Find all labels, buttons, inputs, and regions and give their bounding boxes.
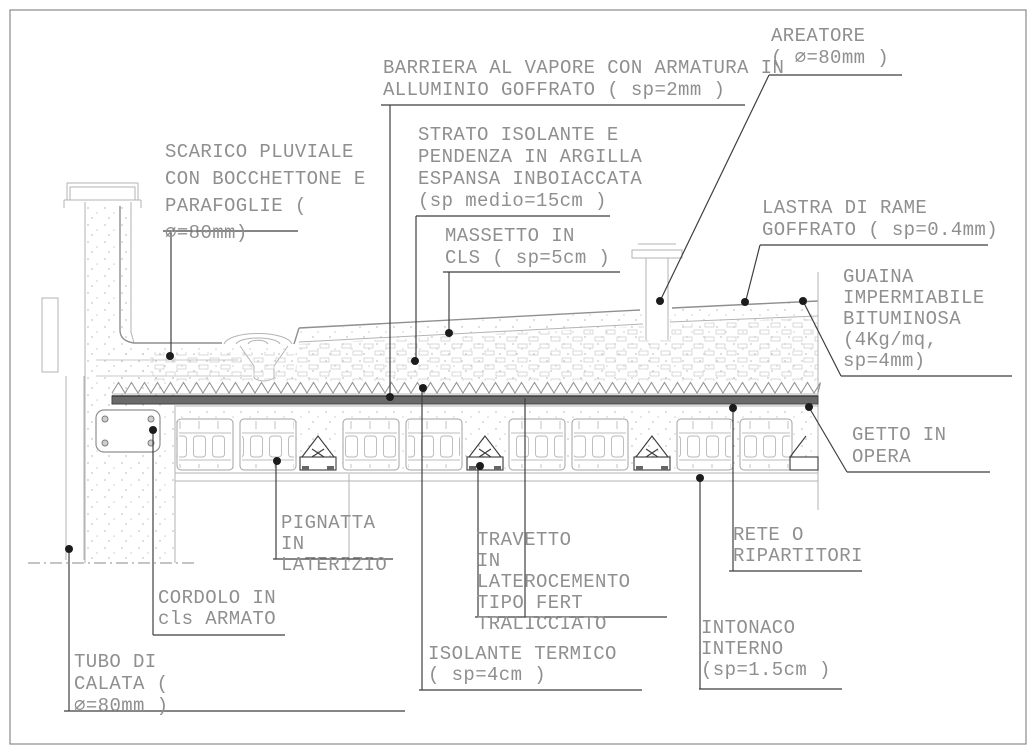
leader-rete — [729, 410, 862, 572]
vapor-barrier-zigzag — [111, 381, 821, 395]
zigzag-line — [111, 381, 821, 394]
leader-dot — [741, 298, 749, 306]
leader-dot — [445, 329, 453, 337]
leader-dot — [729, 404, 737, 412]
aerator-vent — [631, 243, 683, 340]
aerator-cap — [631, 249, 683, 259]
scupper-box — [41, 297, 59, 373]
travetto-lattice — [634, 435, 670, 458]
pignatta-blocks — [176, 418, 793, 471]
leader-travetto — [475, 398, 667, 618]
aerator-pipe — [638, 243, 676, 340]
wall-below — [28, 346, 350, 564]
leader-tubo — [64, 551, 405, 712]
parapet-cap — [66, 182, 139, 201]
leader-dot — [65, 545, 73, 553]
leader-areatore — [660, 74, 902, 300]
insulation-bar — [111, 395, 819, 405]
travetto-lattice — [788, 435, 818, 458]
leader-dot — [799, 297, 807, 305]
insulation-bar-rect — [111, 395, 819, 405]
parapet-wall — [41, 182, 142, 563]
leader-dot — [476, 462, 484, 470]
leader-pignatta — [273, 463, 393, 560]
leader-barriera — [381, 104, 745, 395]
leader-massetto — [443, 271, 620, 331]
leader-guaina — [803, 302, 1012, 377]
roof-layers — [150, 272, 819, 510]
leader-scarico — [163, 230, 298, 356]
leader-dot — [419, 384, 427, 392]
travetto-flange — [789, 456, 819, 471]
copper-flashing — [119, 206, 222, 344]
leader-dot — [273, 457, 281, 465]
leader-dots — [65, 297, 813, 553]
leader-dot — [386, 393, 394, 401]
leader-cordolo — [152, 432, 285, 636]
leader-dot — [411, 357, 419, 365]
downpipe — [65, 376, 85, 560]
floor-slab — [175, 405, 819, 482]
leader-lines — [64, 74, 1012, 712]
leader-isolante — [419, 390, 642, 691]
massetto-boundary — [298, 315, 819, 343]
leader-dot — [656, 297, 664, 305]
travetto-lattice — [300, 435, 336, 458]
leader-intonaco — [699, 480, 842, 690]
leaf-guard-dome — [223, 333, 293, 345]
leader-dot — [696, 474, 704, 482]
leader-dot — [805, 403, 813, 411]
leader-dot — [149, 426, 157, 434]
sheet-border — [9, 9, 1027, 745]
leader-dot — [166, 352, 174, 360]
travetti-joists — [299, 435, 819, 471]
travetto-lattice — [467, 435, 503, 458]
leader-getto — [809, 408, 990, 473]
leader-lastra — [745, 244, 988, 301]
leader-strato — [415, 215, 610, 360]
